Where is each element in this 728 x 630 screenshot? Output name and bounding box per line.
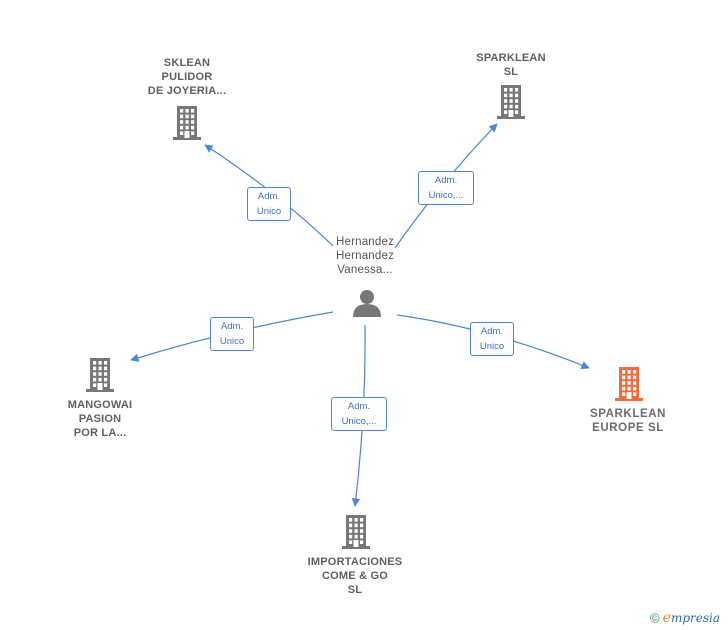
building-icon[interactable]: [86, 358, 114, 392]
building-icon[interactable]: [173, 106, 201, 140]
brand-logo: empresia: [662, 610, 721, 626]
company-label-mangowai[interactable]: MANGOWAI PASION POR LA...: [50, 398, 150, 440]
company-label-sklean[interactable]: SKLEAN PULIDOR DE JOYERIA...: [132, 56, 242, 98]
edge-label-text: Adm.: [480, 326, 504, 337]
company-label-sparklean-europe[interactable]: SPARKLEAN EUROPE SL: [573, 407, 683, 435]
person-icon[interactable]: [353, 290, 381, 317]
company-label-sparklean-europe-line: SPARKLEAN: [589, 408, 667, 420]
company-label-mangowai-line: PASION: [78, 413, 122, 425]
company-label-mangowai-line: POR LA...: [73, 427, 127, 439]
edge-label-text: Adm.: [434, 175, 458, 186]
edge-label-text: Unico: [479, 341, 505, 352]
company-label-sklean-line: DE JOYERIA...: [147, 85, 227, 97]
edge-label-text: Unico,...: [341, 416, 377, 427]
building-icon[interactable]: [342, 515, 370, 549]
edge-label-sparklean[interactable]: Adm. Unico,...: [418, 171, 474, 205]
copyright-symbol: ©: [650, 610, 660, 626]
building-icon[interactable]: [615, 367, 643, 401]
person-name-line: Hernandez: [335, 236, 395, 248]
company-label-importaciones[interactable]: IMPORTACIONES COME & GO SL: [295, 555, 415, 597]
edge-label-sklean[interactable]: Adm. Unico: [247, 187, 291, 221]
edge-label-mangowai[interactable]: Adm. Unico: [210, 317, 254, 351]
edge-label-text: Adm.: [220, 321, 244, 332]
edge-label-text: Adm.: [257, 191, 281, 202]
edge-label-text: Unico,...: [428, 190, 464, 201]
company-label-importaciones-line: SL: [347, 584, 363, 596]
company-label-sklean-line: PULIDOR: [161, 71, 213, 83]
footer-brand[interactable]: © empresia: [650, 610, 720, 628]
company-label-sparklean-europe-line: EUROPE SL: [592, 422, 664, 434]
edge-label-importaciones[interactable]: Adm. Unico,...: [331, 397, 387, 431]
edge-label-text: Unico: [256, 206, 282, 217]
company-label-sklean-line: SKLEAN: [163, 57, 211, 69]
company-label-sparklean-line: SL: [503, 66, 519, 78]
edge-label-text: Adm.: [347, 401, 371, 412]
edge-label-sparklean-europe[interactable]: Adm. Unico: [470, 322, 514, 356]
company-label-sparklean-line: SPARKLEAN: [476, 52, 546, 64]
person-name-line: Vanessa...: [337, 264, 393, 276]
building-icon[interactable]: [497, 85, 525, 119]
edge-label-text: Unico: [219, 336, 245, 347]
person-name-line: Hernandez: [335, 250, 395, 262]
company-label-importaciones-line: IMPORTACIONES: [307, 556, 403, 568]
company-label-importaciones-line: COME & GO: [322, 570, 388, 582]
company-label-mangowai-line: MANGOWAI: [67, 399, 133, 411]
company-label-sparklean[interactable]: SPARKLEAN SL: [461, 51, 561, 79]
